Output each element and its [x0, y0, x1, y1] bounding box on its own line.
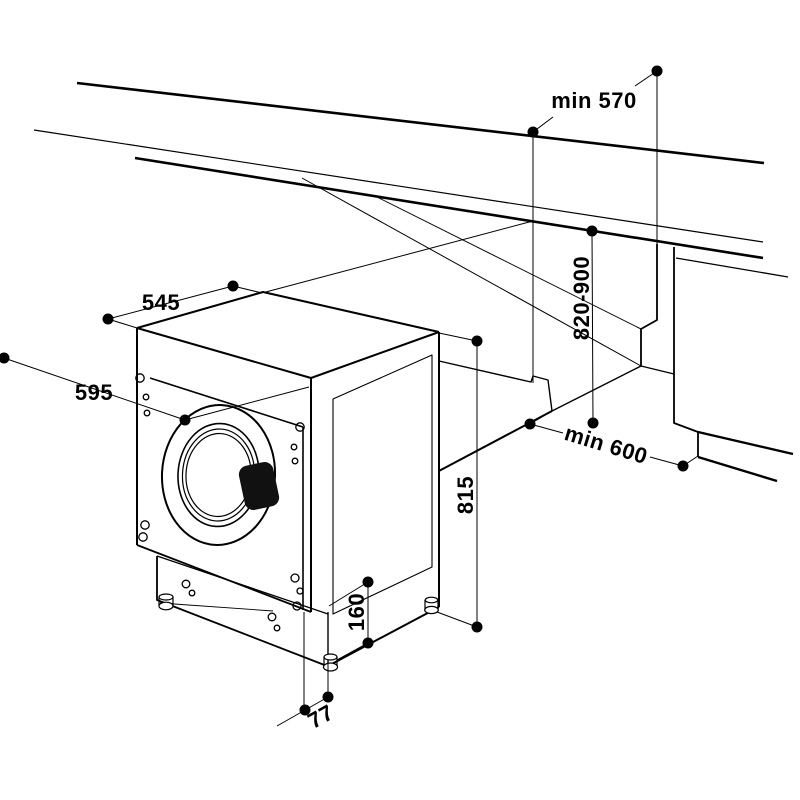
- dimension-front-width: [3, 357, 310, 421]
- foot-back-right: [424, 596, 439, 615]
- construction-lines: [261, 177, 642, 412]
- plinth: [156, 555, 329, 667]
- niche-floor: [436, 360, 553, 473]
- dimension-adjacent-depth: [529, 410, 699, 467]
- mounting-panel: [149, 377, 304, 610]
- dimension-label-niche-height-range: 820-900: [569, 255, 594, 341]
- foot-front-left: [158, 593, 174, 611]
- dimension-appliance-height: [436, 332, 478, 628]
- dimension-lines: [3, 230, 699, 727]
- dimension-label-front-width: 595: [74, 380, 114, 405]
- worktop: [33, 81, 765, 260]
- dimension-label-appliance-height: 815: [453, 475, 478, 515]
- cabinet-side-panel: [640, 244, 794, 483]
- dimension-niche-height: [591, 230, 594, 424]
- dimension-label-plinth-height: 160: [344, 592, 369, 632]
- washing-machine: [135, 291, 440, 672]
- screw-holes: [135, 373, 305, 632]
- dimension-label-worktop-min-depth: min 570: [551, 88, 637, 113]
- feet: [158, 593, 439, 672]
- dimension-dots: [0, 65, 689, 716]
- dimension-label-top-depth: 545: [141, 290, 181, 315]
- door-handle: [238, 462, 280, 510]
- dimension-plinth-height: [328, 581, 369, 661]
- side-panel-contour: [332, 354, 433, 615]
- foot-front-right: [322, 653, 339, 672]
